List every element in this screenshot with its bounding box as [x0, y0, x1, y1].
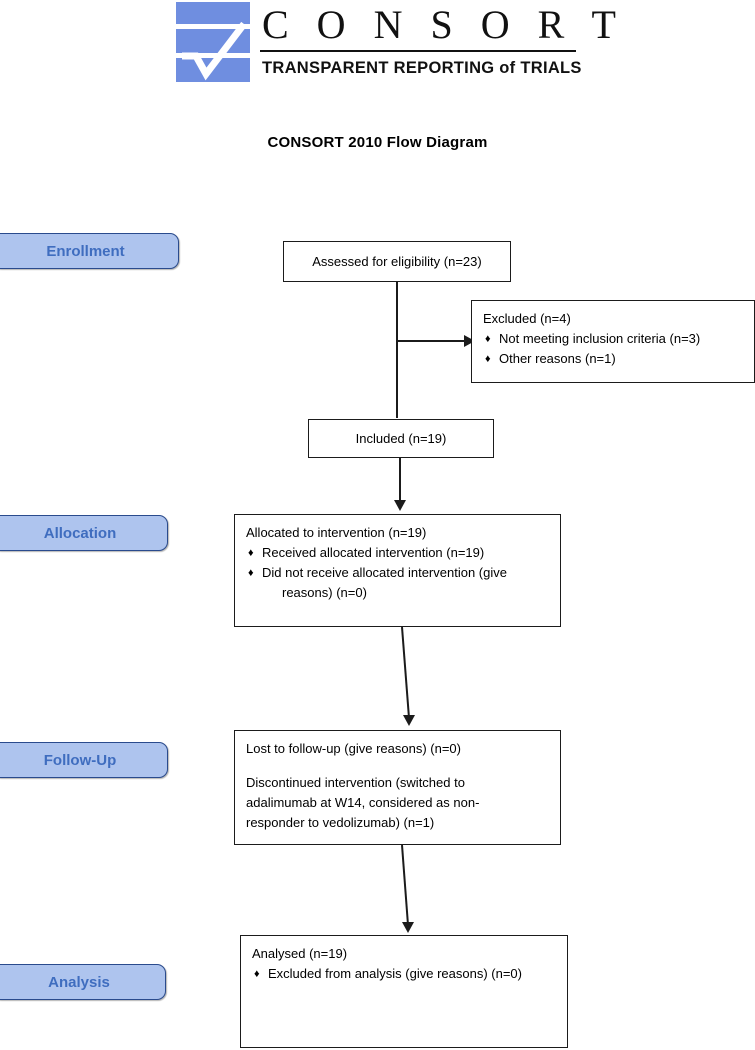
box-analysed-list: ♦ Excluded from analysis (give reasons) … — [252, 964, 557, 984]
diamond-bullet-icon: ♦ — [248, 547, 254, 559]
list-item: ♦ Excluded from analysis (give reasons) … — [252, 964, 557, 984]
box-excluded: Excluded (n=4) ♦ Not meeting inclusion c… — [471, 300, 755, 383]
stage-label-analysis: Analysis — [0, 964, 166, 1000]
stage-label-followup-text: Follow-Up — [43, 751, 117, 769]
diamond-bullet-icon: ♦ — [254, 968, 260, 980]
box-allocated: Allocated to intervention (n=19) ♦ Recei… — [234, 514, 561, 627]
page-title: CONSORT 2010 Flow Diagram — [267, 134, 488, 151]
consort-logo-text: C O N S O R T TRANSPARENT REPORTING of T… — [260, 2, 625, 84]
connector-assessed-to-included — [396, 281, 398, 418]
diamond-bullet-icon: ♦ — [485, 353, 491, 365]
list-item: ♦ Other reasons (n=1) — [483, 349, 744, 369]
list-item: ♦ Received allocated intervention (n=19) — [246, 543, 550, 563]
box-excluded-item-1: Other reasons (n=1) — [499, 351, 616, 366]
stage-label-allocation: Allocation — [0, 515, 168, 551]
arrowhead-to-excluded-icon — [464, 335, 475, 347]
box-followup: Lost to follow-up (give reasons) (n=0) D… — [234, 730, 561, 845]
diamond-bullet-icon: ♦ — [248, 567, 254, 579]
connector-branch-to-excluded — [396, 340, 468, 342]
box-followup-discontinued-line-2: adalimumab at W14, considered as non- — [246, 795, 480, 810]
box-included-text: Included (n=19) — [355, 430, 447, 446]
box-analysed-item-0: Excluded from analysis (give reasons) (n… — [268, 966, 522, 981]
consort-logo: C O N S O R T TRANSPARENT REPORTING of T… — [176, 2, 625, 84]
box-analysed-head: Analysed (n=19) — [252, 946, 348, 961]
box-allocated-item-1-cont: reasons) (n=0) — [282, 585, 367, 600]
box-followup-discontinued-line-1: Discontinued intervention (switched to — [246, 775, 465, 790]
box-excluded-item-0: Not meeting inclusion criteria (n=3) — [499, 331, 701, 346]
box-analysed: Analysed (n=19) ♦ Excluded from analysis… — [240, 935, 568, 1048]
logo-bar-top — [176, 2, 250, 24]
checkmark-icon — [182, 22, 247, 81]
list-item: ♦ Did not receive allocated intervention… — [246, 563, 550, 603]
box-assessed-text: Assessed for eligibility (n=23) — [312, 253, 482, 269]
box-followup-discontinued-line-3: responder to vedolizumab) (n=1) — [246, 815, 435, 830]
consort-logo-mark-icon — [176, 2, 250, 82]
box-followup-lost-line: Lost to follow-up (give reasons) (n=0) — [246, 741, 461, 756]
logo-divider — [260, 50, 576, 52]
list-item: ♦ Not meeting inclusion criteria (n=3) — [483, 329, 744, 349]
consort-wordmark: C O N S O R T — [262, 2, 625, 47]
connector-included-to-allocated — [399, 458, 401, 502]
arrowhead-to-followup-icon — [403, 715, 415, 726]
stage-label-followup: Follow-Up — [0, 742, 168, 778]
arrowhead-to-analysis-icon — [402, 922, 414, 933]
box-allocated-list: ♦ Received allocated intervention (n=19)… — [246, 543, 550, 603]
stage-label-analysis-text: Analysis — [48, 973, 110, 991]
box-assessed-for-eligibility: Assessed for eligibility (n=23) — [283, 241, 511, 282]
box-allocated-item-1: Did not receive allocated intervention (… — [262, 565, 507, 580]
diamond-bullet-icon: ♦ — [485, 333, 491, 345]
stage-label-enrollment: Enrollment — [0, 233, 179, 269]
stage-label-allocation-text: Allocation — [43, 524, 117, 542]
consort-tagline: TRANSPARENT REPORTING of TRIALS — [262, 59, 582, 77]
box-excluded-head: Excluded (n=4) — [483, 311, 571, 326]
box-allocated-head: Allocated to intervention (n=19) — [246, 525, 427, 540]
box-excluded-list: ♦ Not meeting inclusion criteria (n=3) ♦… — [483, 329, 744, 369]
arrowhead-to-allocated-icon — [394, 500, 406, 511]
stage-label-enrollment-text: Enrollment — [46, 242, 125, 260]
box-included: Included (n=19) — [308, 419, 494, 458]
box-allocated-item-0: Received allocated intervention (n=19) — [262, 545, 485, 560]
